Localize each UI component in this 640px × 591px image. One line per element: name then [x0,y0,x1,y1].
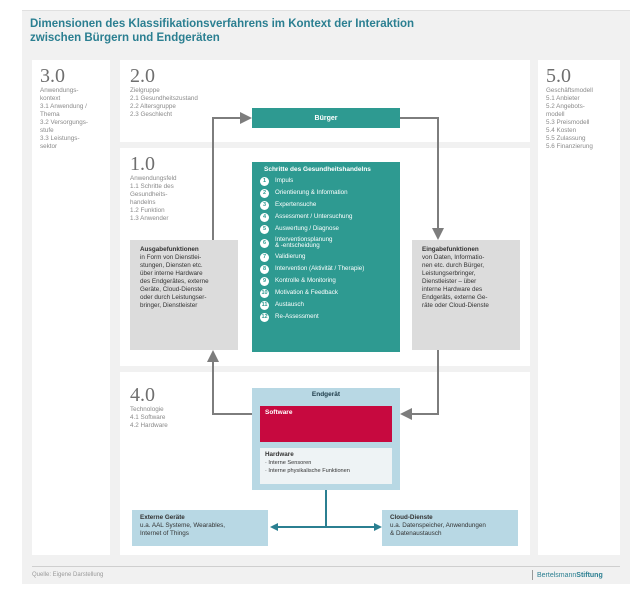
step-item: 3 Expertensuche [260,199,392,211]
step-label: Auswertung / Diagnose [275,224,339,232]
section-number: 1.0 [130,153,155,175]
software-box: Software [260,406,392,442]
step-label: Validierung [275,252,306,260]
externe-geraete-box: Externe Geräte u.a. AAL Systeme, Wearabl… [132,510,268,546]
step-number: 10 [260,288,269,298]
arrow-eingabe-to-endgeraet [400,350,439,420]
step-number: 11 [260,300,269,310]
step-label: Interventionsplanung & -entscheidung [275,235,333,249]
step-number: 9 [260,276,269,286]
step-label: Expertensuche [275,200,317,208]
step-item: 12 Re-Assessment [260,311,392,323]
section-text: Anwendungs- kontext 3.1 Anwendung / Them… [40,87,88,150]
ausgabe-title: Ausgabefunktionen [140,246,199,253]
cloud-text: u.a. Datenspeicher, Anwendungen & Datena… [390,522,486,537]
buerger-box: Bürger [252,108,400,128]
hardware-title: Hardware [265,451,294,458]
section-number: 2.0 [130,65,155,87]
step-item: 7 Validierung [260,251,392,263]
step-label: Kontrolle & Monitoring [275,276,336,284]
source-note: Quelle: Eigene Darstellung [32,572,104,578]
step-label: Intervention (Aktivität / Therapie) [275,264,365,272]
step-label: Austausch [275,300,304,308]
cloud-dienste-box: Cloud-Dienste u.a. Datenspeicher, Anwend… [382,510,518,546]
step-number: 1 [260,176,269,186]
steps-title: Schritte des Gesundheitshandelns [264,166,371,173]
step-label: Re-Assessment [275,312,319,320]
eingabefunktionen-box: Eingabefunktionen von Daten, Informatio-… [412,240,520,350]
step-item: 9 Kontrolle & Monitoring [260,275,392,287]
step-number: 12 [260,312,269,322]
step-number: 7 [260,252,269,262]
hardware-text: · Interne Sensoren · Interne physikalisc… [265,460,350,474]
step-label: Impuls [275,176,294,184]
step-label: Motivation & Feedback [275,288,338,296]
section-text: Anwendungsfeld 1.1 Schritte des Gesundhe… [130,175,177,222]
section-text: Zielgruppe 2.1 Gesundheitszustand 2.2 Al… [130,87,198,118]
step-number: 5 [260,224,269,234]
step-item: 8 Intervention (Aktivität / Therapie) [260,263,392,275]
section-number: 5.0 [546,65,571,87]
step-item: 5 Auswertung / Diagnose [260,223,392,235]
externe-text: u.a. AAL Systeme, Wearables, Internet of… [140,522,226,537]
step-number: 2 [260,188,269,198]
arrow-endgeraet-to-ausgabe [207,350,252,415]
section-anwendungskontext [32,60,110,555]
step-item: 6 Interventionsplanung & -entscheidung [260,235,392,251]
eingabe-text: von Daten, Informatio- nen etc. durch Bü… [422,254,489,309]
arrowhead-externe [270,523,278,531]
arrow-buerger-to-eingabe [400,117,444,240]
section-number: 3.0 [40,65,65,87]
step-number: 4 [260,212,269,222]
steps-list: 1 Impuls 2 Orientierung & Information 3 Exper… [260,175,392,323]
title-line-2: zwischen Bürgern und Endgeräten [30,32,220,44]
footer-divider [32,566,620,567]
endgeraet-title: Endgerät [311,391,341,398]
step-item: 4 Assessment / Untersuchung [260,211,392,223]
step-item: 10 Motivation & Feedback [260,287,392,299]
brand-prefix: Bertelsmann [537,571,577,579]
step-number: 3 [260,200,269,210]
eingabe-title: Eingabefunktionen [422,246,479,253]
cloud-title: Cloud-Dienste [390,514,433,521]
arrow-ausgabe-to-buerger [212,112,252,240]
arrowhead-cloud [374,523,382,531]
ausgabefunktionen-box: Ausgabefunktionen in Form von Dienstlei-… [130,240,238,350]
step-number: 8 [260,264,269,274]
step-label: Orientierung & Information [275,188,348,196]
step-label: Assessment / Untersuchung [275,212,353,220]
figure-title: Dimensionen des Klassifikationsverfahren… [30,17,590,45]
step-item: 11 Austausch [260,299,392,311]
section-zielgruppe [120,60,530,142]
step-item: 2 Orientierung & Information [260,187,392,199]
steps-box: Schritte des Gesundheitshandelns 1 Impuls… [252,162,400,352]
step-item: 1 Impuls [260,175,392,187]
section-text: Technologie 4.1 Software 4.2 Hardware [130,406,168,429]
step-number: 6 [260,238,269,248]
section-text: Geschäftsmodell 5.1 Anbieter 5.2 Angebot… [546,87,593,150]
section-geschaeftsmodell [538,60,620,555]
section-number: 4.0 [130,384,155,406]
brand-suffix: Stiftung [576,571,603,579]
hardware-box: Hardware · Interne Sensoren · Interne ph… [260,448,392,484]
title-line-1: Dimensionen des Klassifikationsverfahren… [30,18,415,30]
externe-title: Externe Geräte [140,514,185,521]
ausgabe-text: in Form von Dienstlei- stungen, Diensten… [140,254,209,309]
